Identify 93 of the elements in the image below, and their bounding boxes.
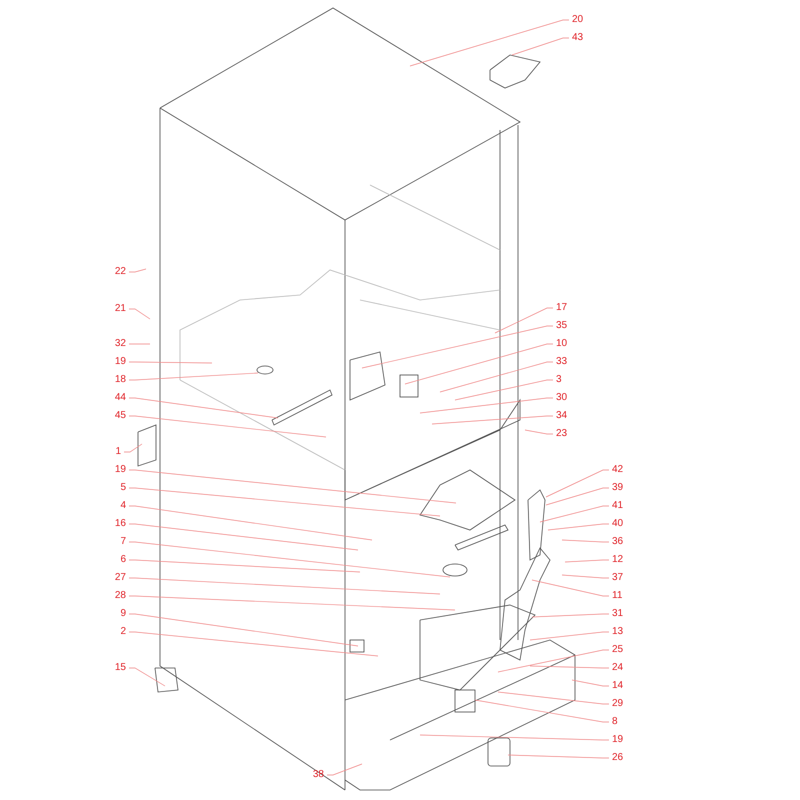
callout-number: 39 xyxy=(612,482,634,494)
callout-number: 33 xyxy=(556,356,578,368)
leader-line xyxy=(124,444,142,452)
callout-number: 31 xyxy=(612,608,634,620)
callout-number: 19 xyxy=(104,464,126,476)
callout-number: 19 xyxy=(104,356,126,368)
callout-number: 36 xyxy=(612,536,634,548)
leader-line xyxy=(530,632,610,640)
leader-line xyxy=(128,596,456,610)
leader-line xyxy=(128,398,278,418)
leader-line xyxy=(548,524,610,530)
callout-number: 43 xyxy=(572,32,594,44)
leader-line xyxy=(128,308,150,320)
callout-number: 38 xyxy=(302,769,324,781)
leader-line xyxy=(128,542,450,578)
callout-number: 44 xyxy=(104,392,126,404)
callout-number: 32 xyxy=(104,338,126,350)
leader-line xyxy=(128,372,258,380)
callout-number: 42 xyxy=(612,464,634,476)
callout-number: 40 xyxy=(612,518,634,530)
callout-number: 14 xyxy=(612,680,634,692)
callout-number: 1 xyxy=(99,446,121,458)
callout-number: 2 xyxy=(104,626,126,638)
callout-number: 22 xyxy=(104,266,126,278)
callout-number: 45 xyxy=(104,410,126,422)
leader-line xyxy=(128,488,440,516)
callout-number: 29 xyxy=(612,698,634,710)
callout-number: 25 xyxy=(612,644,634,656)
leader-line xyxy=(128,560,360,572)
leader-line xyxy=(410,20,570,66)
callout-number: 26 xyxy=(612,752,634,764)
leader-line xyxy=(498,692,610,704)
leader-line xyxy=(508,754,610,758)
callout-number: 24 xyxy=(612,662,634,674)
callout-number: 9 xyxy=(104,608,126,620)
callout-number: 10 xyxy=(556,338,578,350)
leader-line xyxy=(128,362,212,364)
callout-number: 34 xyxy=(556,410,578,422)
leader-line xyxy=(530,666,610,668)
callout-number: 41 xyxy=(612,500,634,512)
callout-number: 35 xyxy=(556,320,578,332)
leader-line xyxy=(564,560,610,562)
leader-line xyxy=(494,308,554,334)
leader-line xyxy=(512,38,570,56)
callout-number: 11 xyxy=(612,590,634,602)
leader-line xyxy=(362,326,554,368)
callout-number: 18 xyxy=(104,374,126,386)
callout-number: 6 xyxy=(104,554,126,566)
callout-number: 5 xyxy=(104,482,126,494)
leader-line xyxy=(420,398,554,414)
leader-line xyxy=(128,578,440,594)
leader-line xyxy=(546,488,610,506)
leader-line xyxy=(546,470,610,498)
leader-line xyxy=(474,700,610,722)
leader-line xyxy=(128,614,358,646)
leader-line xyxy=(128,268,146,272)
leader-line xyxy=(498,650,610,672)
callout-number: 30 xyxy=(556,392,578,404)
leader-line xyxy=(562,574,610,578)
callout-number: 37 xyxy=(612,572,634,584)
callout-number: 23 xyxy=(556,428,578,440)
leader-line xyxy=(404,344,554,384)
leader-line xyxy=(128,524,358,550)
leader-line xyxy=(432,416,554,424)
callout-number: 21 xyxy=(104,303,126,315)
leader-line xyxy=(420,734,610,740)
callout-number: 8 xyxy=(612,716,634,728)
callout-number: 28 xyxy=(104,590,126,602)
leader-line xyxy=(524,430,554,434)
callout-number: 12 xyxy=(612,554,634,566)
leader-line xyxy=(128,470,456,504)
callout-number: 15 xyxy=(104,662,126,674)
callout-number: 17 xyxy=(556,302,578,314)
leader-line xyxy=(326,764,362,776)
callout-number: 13 xyxy=(612,626,634,638)
callout-number: 27 xyxy=(104,572,126,584)
leader-line xyxy=(128,668,166,686)
leader-line xyxy=(532,614,610,618)
leader-line xyxy=(562,540,610,542)
leader-line xyxy=(128,506,372,540)
callout-number: 7 xyxy=(104,536,126,548)
leader-line xyxy=(128,632,378,656)
callout-number: 19 xyxy=(612,734,634,746)
leader-line xyxy=(532,580,610,596)
leader-line xyxy=(128,416,326,438)
leader-line xyxy=(572,680,610,686)
callout-number: 20 xyxy=(572,14,594,26)
callout-number: 4 xyxy=(104,500,126,512)
leader-line xyxy=(540,506,610,522)
leader-line xyxy=(440,362,554,392)
leader-line xyxy=(454,380,554,400)
callout-number: 3 xyxy=(556,374,578,386)
callout-number: 16 xyxy=(104,518,126,530)
